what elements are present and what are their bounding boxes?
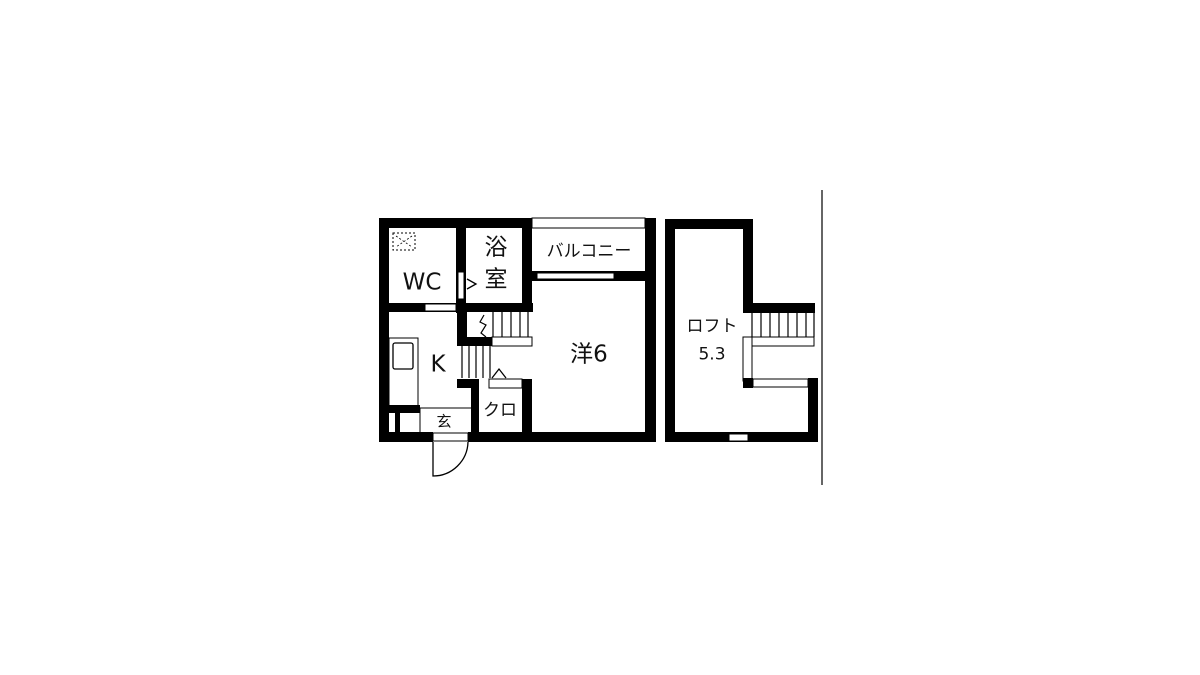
entrance-door-swing <box>432 441 469 477</box>
loft-post <box>743 378 753 388</box>
door-frame <box>432 432 469 442</box>
room-label-loft-size: 5.3 <box>698 344 726 365</box>
wall-bottom-left <box>379 432 433 442</box>
room-label-loft: ロフト <box>686 316 738 337</box>
door-arrow-icon <box>466 278 478 290</box>
room-label-western: 洋6 <box>570 341 608 368</box>
room-label-kitchen: K <box>430 351 446 378</box>
wall-closet-right <box>522 379 532 434</box>
wall-genkan-block <box>389 405 420 413</box>
wall-stair-bottom <box>457 337 492 346</box>
wall-closet-top <box>457 379 477 388</box>
up-arrow-icon <box>491 367 507 379</box>
wall-bath-right <box>522 218 532 312</box>
upper-stairs <box>479 312 529 338</box>
loft-landing <box>751 336 815 347</box>
loft-rail <box>742 336 753 382</box>
loft-wall-mid <box>743 303 815 313</box>
room-label-balcony: バルコニー <box>546 241 632 262</box>
room-label-wc: WC <box>402 269 442 296</box>
stair-landing <box>491 336 533 347</box>
wall-bottom-right <box>468 432 656 442</box>
balcony-rail <box>531 217 646 229</box>
wall-right <box>645 218 656 442</box>
wc-window <box>424 303 457 312</box>
lower-stairs <box>461 346 491 378</box>
room-label-bath-2: 室 <box>484 266 508 293</box>
sink-icon <box>392 342 414 370</box>
loft-stairs <box>751 313 815 337</box>
loft-wall-top <box>665 219 753 229</box>
wall-wc-bath <box>456 228 466 313</box>
wall-stair-left <box>457 312 467 346</box>
wall-closet-left <box>471 379 479 434</box>
closet-door <box>488 378 523 389</box>
main-floor <box>379 217 656 477</box>
loft-wall-left <box>665 219 675 442</box>
room-label-entrance: 玄 <box>436 412 452 431</box>
room-label-bath-1: 浴 <box>484 234 508 261</box>
wc-door <box>457 271 465 300</box>
wall-top <box>379 218 532 228</box>
loft-wall-right-upper <box>743 219 753 312</box>
loft-window <box>728 433 749 442</box>
loft-rail-bottom <box>752 378 809 388</box>
fan-icon <box>392 232 416 251</box>
loft-wall-right-lower <box>808 378 818 442</box>
balcony-window <box>536 272 615 280</box>
wall-left <box>379 218 389 442</box>
genkan-post <box>395 413 400 433</box>
loft-floor <box>665 219 818 442</box>
room-label-closet: クロ <box>483 400 517 421</box>
